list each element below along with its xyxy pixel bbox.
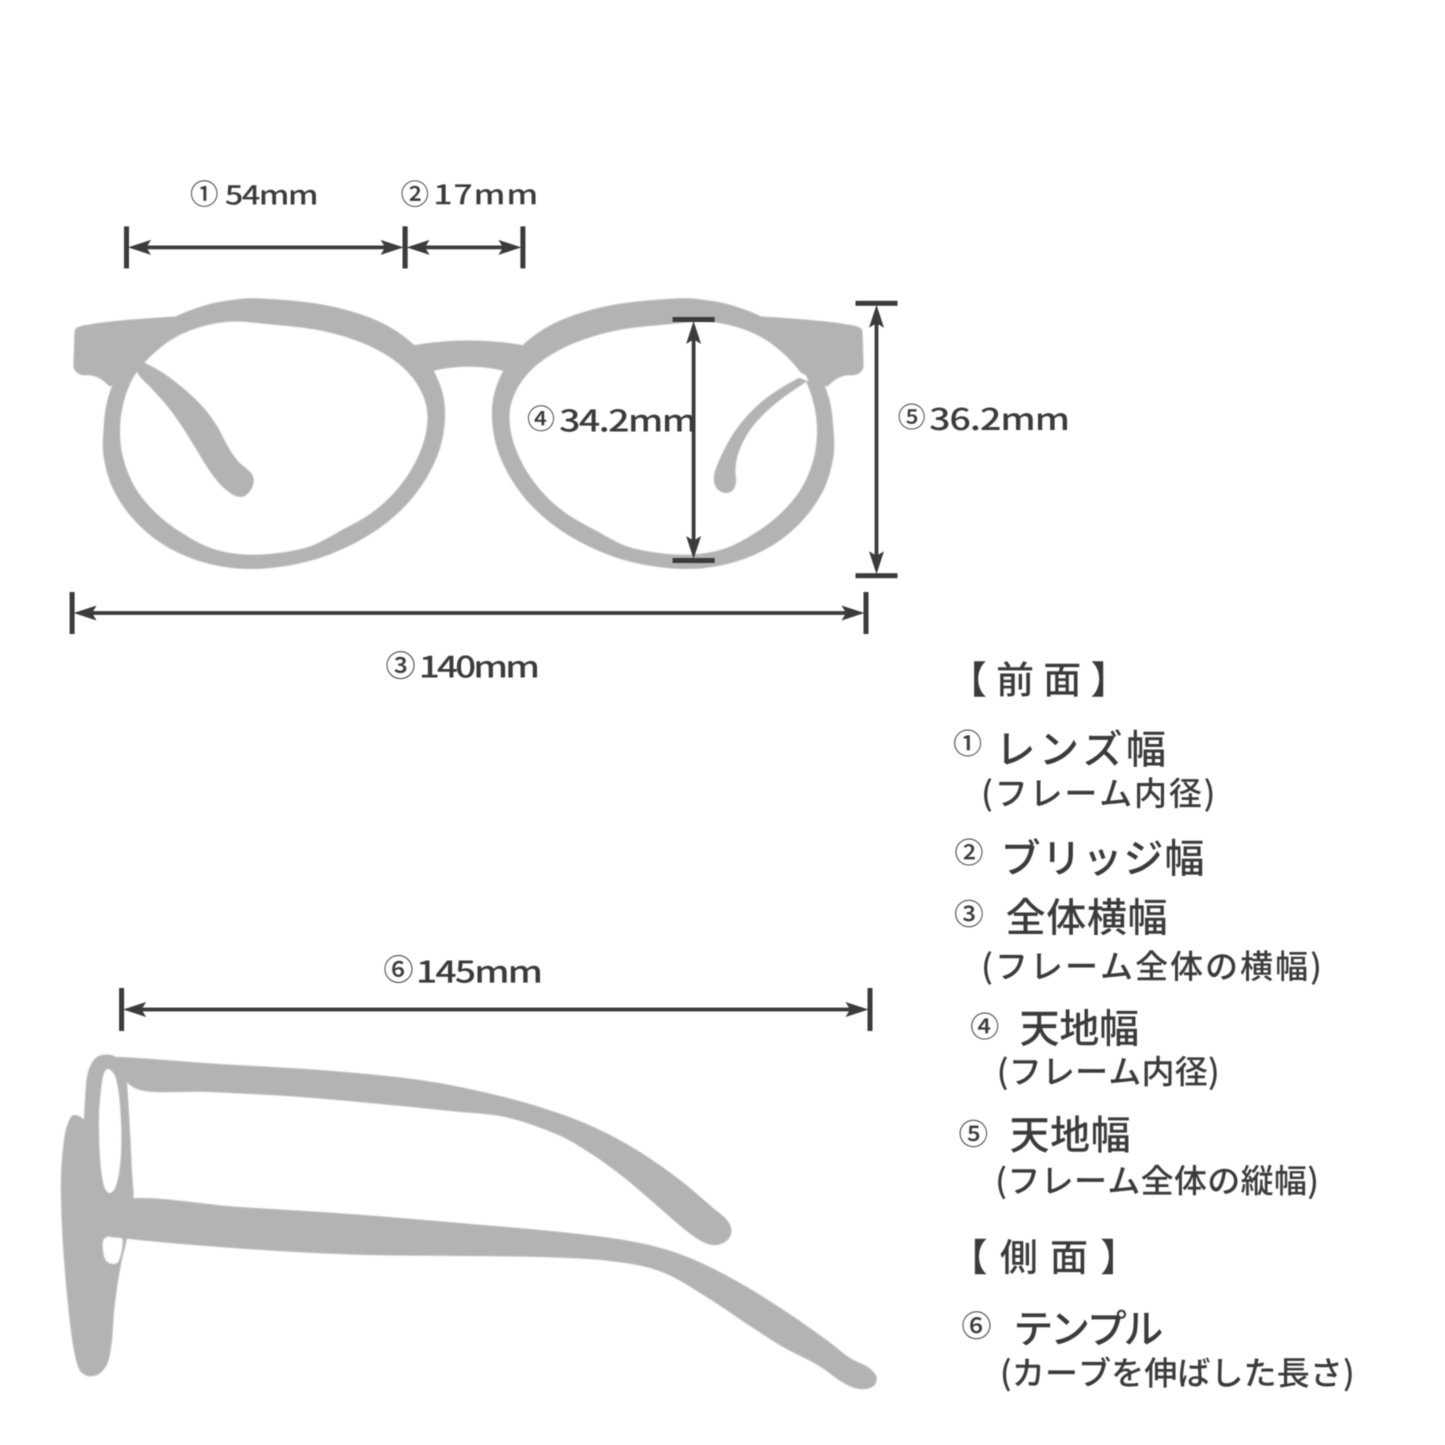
legend-item-5-title-glyphs [959, 1115, 1129, 1153]
dim-tick-left [124, 226, 129, 269]
arrowhead-down-icon [686, 536, 702, 559]
side-upper-temple [105, 1056, 732, 1246]
dim-label-4 [528, 405, 694, 432]
arrowhead-up-icon [869, 304, 884, 328]
legend-item-1-title-glyphs [954, 729, 1165, 767]
arrowhead-right-icon [841, 605, 865, 621]
dim-label-1 [191, 180, 316, 207]
front-left-endpiece [73, 314, 213, 387]
dim-label-6-glyphs [384, 955, 540, 983]
legend [954, 661, 1352, 1392]
front-right-endpiece [725, 314, 864, 387]
front-view-glasses [73, 298, 864, 570]
dim-tick-right [867, 988, 873, 1031]
side-view-glasses [60, 1054, 877, 1390]
arrowhead-right-icon [845, 1002, 869, 1017]
legend-item-4-note-glyphs [999, 1055, 1217, 1091]
dim-line [84, 611, 854, 615]
legend-heading-front [974, 661, 1104, 697]
dimension-lines [69, 226, 898, 1031]
legend-item-5-note-glyphs [998, 1164, 1316, 1200]
legend-item-1-title [954, 729, 1165, 767]
legend-item-3-title-glyphs [955, 897, 1166, 936]
legend-item-5-note [998, 1164, 1316, 1200]
dim-tick-left [69, 592, 75, 634]
legend-heading-side-glyphs [974, 1238, 1113, 1275]
arrowhead-right-icon [380, 239, 404, 255]
arrowhead-left-icon [406, 239, 430, 255]
dim-tick-bottom [672, 558, 715, 563]
dim-label-2-glyphs [401, 180, 536, 207]
arrowhead-left-icon [128, 239, 151, 255]
arrowhead-left-icon [123, 1002, 147, 1017]
dim-label-6 [384, 955, 540, 983]
legend-heading-front-glyphs [974, 661, 1104, 697]
legend-item-5-title [959, 1115, 1129, 1153]
dim-tick-left [402, 226, 408, 269]
legend-item-3-title [955, 897, 1166, 936]
legend-item-3-note-glyphs [984, 950, 1319, 985]
legend-item-3-note [984, 950, 1319, 985]
dim-tick-top [855, 300, 898, 306]
side-lower-temple [107, 1197, 877, 1390]
legend-item-4-title-glyphs [971, 1008, 1138, 1047]
dim-label-4-glyphs [528, 405, 694, 432]
dim-label-5 [898, 403, 1067, 431]
legend-item-2-title [955, 838, 1203, 876]
dim-label-3-glyphs [386, 651, 537, 680]
arrowhead-up-icon [686, 321, 702, 344]
legend-item-6-note [1002, 1356, 1352, 1392]
front-right-hinge-gap [785, 364, 809, 382]
side-front-rim [79, 1054, 134, 1377]
dim-line [874, 315, 879, 563]
dim-lens-height-line [672, 317, 715, 563]
arrowhead-right-icon [498, 239, 522, 255]
arrowhead-down-icon [869, 551, 884, 575]
dim-tick-right [520, 226, 526, 269]
legend-item-6-title [962, 1309, 1162, 1346]
legend-item-2-title-glyphs [955, 838, 1203, 876]
dim-label-1-glyphs [191, 180, 316, 207]
legend-item-6-title-glyphs [962, 1309, 1162, 1346]
legend-item-6-note-glyphs [1002, 1356, 1352, 1392]
dim-label-3 [386, 651, 537, 680]
dim-line [691, 332, 696, 548]
legend-item-1-note-glyphs [984, 777, 1213, 812]
dim-line [134, 1007, 858, 1012]
legend-item-4-note [999, 1055, 1217, 1091]
dim-frame-height-line [855, 300, 898, 579]
front-left-temple-folded [134, 359, 254, 497]
legend-item-4-title [971, 1008, 1138, 1047]
arrowhead-left-icon [73, 605, 97, 621]
dim-line [417, 245, 511, 250]
dim-bridge-width-line [402, 226, 526, 269]
dim-tick-right [863, 592, 869, 634]
dim-tick-bottom [855, 573, 898, 579]
dimension-labels [191, 180, 1067, 983]
front-bridge [395, 340, 542, 378]
dim-label-2 [401, 180, 536, 207]
front-right-temple-folded [713, 373, 810, 494]
dim-total-width-line [69, 592, 869, 634]
dim-temple-length-line [119, 988, 873, 1031]
legend-item-1-note [984, 777, 1213, 812]
legend-heading-side [974, 1238, 1113, 1275]
dim-line [139, 245, 393, 250]
dim-tick-top [672, 317, 715, 322]
dim-tick-left [119, 988, 125, 1031]
dim-label-5-glyphs [898, 403, 1067, 431]
